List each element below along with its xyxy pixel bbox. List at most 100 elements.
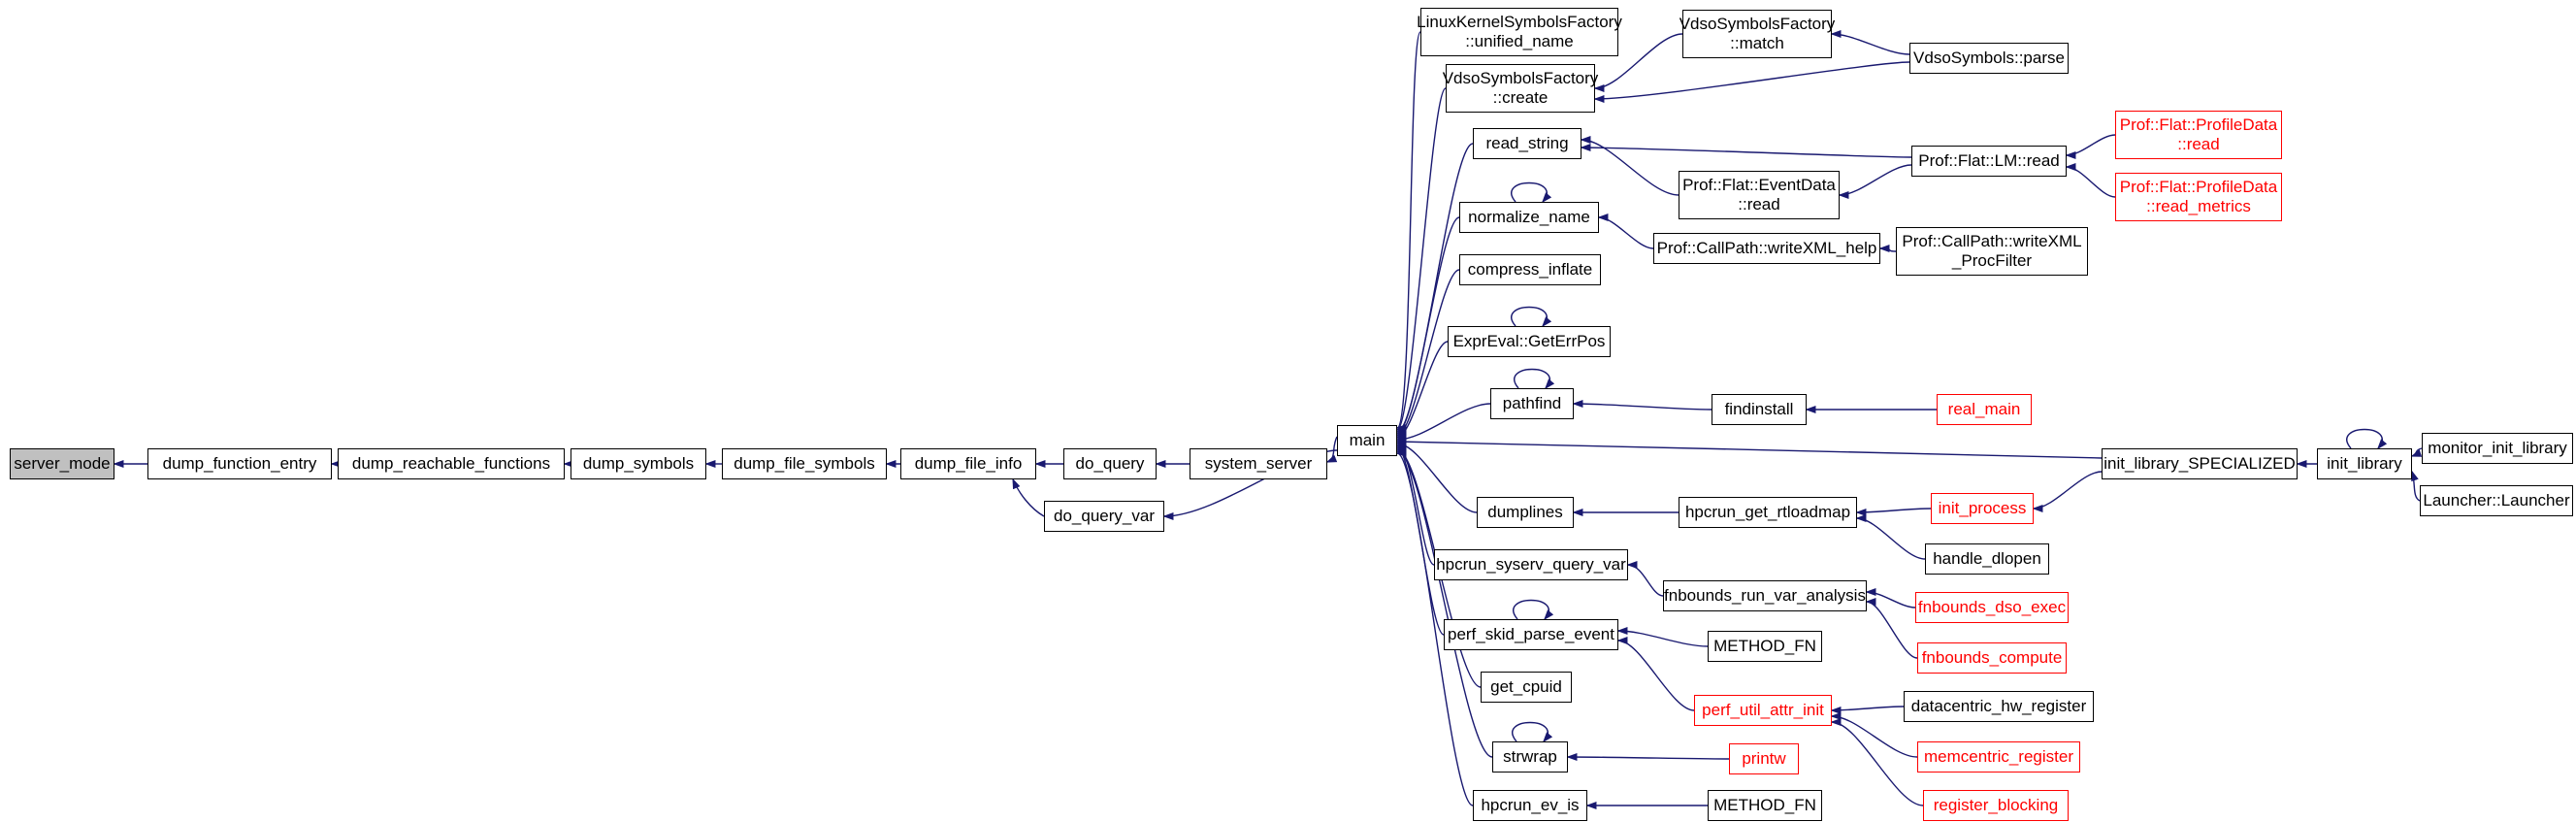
node-label: Launcher::Launcher	[2423, 490, 2570, 510]
node-label: hpcrun_ev_is	[1481, 795, 1580, 814]
edge-main-to-system_server	[1325, 436, 1338, 463]
node-compress_inflate[interactable]: compress_inflate	[1459, 254, 1601, 285]
node-label: perf_skid_parse_event	[1447, 624, 1614, 643]
node-get_cpuid[interactable]: get_cpuid	[1481, 672, 1572, 703]
node-label: Prof::Flat::ProfileData	[2119, 177, 2278, 196]
edge-callpath_writexml_help-to-normalize_name	[1597, 214, 1654, 249]
node-flat_profiledata_read_metrics[interactable]: Prof::Flat::ProfileData::read_metrics	[2115, 173, 2282, 221]
node-dump_function_entry[interactable]: dump_function_entry	[147, 448, 332, 479]
node-label: dump_symbols	[582, 453, 695, 473]
node-hpcrun_get_rtloadmap[interactable]: hpcrun_get_rtloadmap	[1679, 497, 1857, 528]
edge-vdsosymbols_parse-to-vsf_create	[1593, 61, 1910, 103]
edge-pathfind-self	[1514, 368, 1555, 390]
node-label: hpcrun_get_rtloadmap	[1684, 502, 1851, 521]
node-do_query[interactable]: do_query	[1063, 448, 1157, 479]
node-label: init_library	[2327, 453, 2402, 473]
node-flat_lm_read[interactable]: Prof::Flat::LM::read	[1911, 146, 2067, 177]
node-label: fnbounds_run_var_analysis	[1664, 585, 1866, 605]
node-label: read_string	[1485, 133, 1569, 152]
node-label: ::read_metrics	[2146, 197, 2251, 215]
node-server_mode[interactable]: server_mode	[10, 448, 114, 479]
node-label: init_process	[1938, 498, 2027, 517]
node-dump_reachable_functions[interactable]: dump_reachable_functions	[338, 448, 565, 479]
node-dump_symbols[interactable]: dump_symbols	[571, 448, 706, 479]
edge-perf_util_attr_init-to-perf_skid_parse_event	[1616, 637, 1695, 711]
edge-expreval_geterrpos-self	[1511, 306, 1552, 328]
node-flat_eventdata_read[interactable]: Prof::Flat::EventData::read	[1679, 171, 1840, 219]
node-expreval_geterrpos[interactable]: ExprEval::GetErrPos	[1448, 326, 1611, 357]
node-do_query_var[interactable]: do_query_var	[1044, 501, 1164, 532]
node-label: printw	[1742, 748, 1786, 768]
node-label: register_blocking	[1933, 795, 2059, 814]
node-findinstall[interactable]: findinstall	[1712, 394, 1807, 425]
edge-init_library-self	[2346, 428, 2388, 450]
node-fnbounds_dso_exec[interactable]: fnbounds_dso_exec	[1915, 592, 2069, 623]
node-perf_skid_parse_event[interactable]: perf_skid_parse_event	[1444, 619, 1618, 650]
node-perf_util_attr_init[interactable]: perf_util_attr_init	[1694, 695, 1832, 726]
edge-pathfind-to-main	[1395, 403, 1491, 444]
node-hpcrun_syserv_query_var[interactable]: hpcrun_syserv_query_var	[1434, 549, 1628, 580]
node-label: dump_file_info	[914, 453, 1023, 473]
node-register_blocking[interactable]: register_blocking	[1923, 790, 2069, 821]
node-flat_profiledata_read[interactable]: Prof::Flat::ProfileData::read	[2115, 111, 2282, 159]
edge-flat_lm_read-to-read_string	[1580, 144, 1912, 158]
node-init_library_SPECIALIZED[interactable]: init_library_SPECIALIZED	[2102, 448, 2298, 479]
node-pathfind[interactable]: pathfind	[1490, 388, 1574, 419]
node-label: pathfind	[1502, 393, 1562, 412]
node-strwrap[interactable]: strwrap	[1492, 741, 1568, 773]
edge-vsf_create-to-main	[1395, 87, 1447, 434]
node-init_library[interactable]: init_library	[2317, 448, 2412, 479]
node-lksf_unified_name[interactable]: LinuxKernelSymbolsFactory::unified_name	[1417, 8, 1622, 56]
node-label: Prof::Flat::EventData	[1682, 175, 1836, 194]
node-dump_file_info[interactable]: dump_file_info	[900, 448, 1036, 479]
edge-callpath_writexml_procfilter-to-callpath_writexml_help	[1878, 245, 1897, 252]
node-datacentric_hw_register[interactable]: datacentric_hw_register	[1904, 691, 2094, 722]
node-callpath_writexml_procfilter[interactable]: Prof::CallPath::writeXML_ProcFilter	[1896, 227, 2088, 276]
edge-strwrap-to-main	[1395, 447, 1493, 758]
node-read_string[interactable]: read_string	[1473, 128, 1581, 159]
node-handle_dlopen[interactable]: handle_dlopen	[1925, 543, 2049, 575]
node-real_main[interactable]: real_main	[1937, 394, 2032, 425]
node-dump_file_symbols[interactable]: dump_file_symbols	[722, 448, 887, 479]
node-vdsosymbols_parse[interactable]: VdsoSymbols::parse	[1909, 43, 2069, 74]
node-hpcrun_ev_is[interactable]: hpcrun_ev_is	[1473, 790, 1587, 821]
node-init_process[interactable]: init_process	[1931, 493, 2034, 524]
edge-init_library_SPECIALIZED-to-init_process	[2032, 471, 2103, 512]
node-label: handle_dlopen	[1933, 548, 2041, 568]
node-Launcher_Launcher[interactable]: Launcher::Launcher	[2420, 485, 2573, 516]
node-fnbounds_run_var_analysis[interactable]: fnbounds_run_var_analysis	[1663, 580, 1867, 611]
node-label: Prof::CallPath::writeXML	[1902, 231, 2082, 250]
node-label: Prof::Flat::ProfileData	[2119, 115, 2278, 134]
node-callpath_writexml_help[interactable]: Prof::CallPath::writeXML_help	[1653, 233, 1880, 264]
edge-hpcrun_ev_is-to-main	[1395, 449, 1474, 806]
node-label: do_query_var	[1054, 506, 1155, 525]
node-dumplines[interactable]: dumplines	[1477, 497, 1574, 528]
node-vsf_match[interactable]: VdsoSymbolsFactory::match	[1679, 10, 1835, 58]
node-label: LinuxKernelSymbolsFactory	[1417, 12, 1622, 31]
node-label: Prof::Flat::LM::read	[1918, 150, 2060, 170]
node-monitor_init_library[interactable]: monitor_init_library	[2422, 433, 2573, 464]
node-label: Prof::CallPath::writeXML_help	[1656, 238, 1877, 257]
node-main[interactable]: main	[1337, 425, 1397, 456]
node-label: server_mode	[14, 453, 111, 473]
node-printw[interactable]: printw	[1729, 743, 1799, 774]
node-label: main	[1349, 430, 1386, 449]
node-normalize_name[interactable]: normalize_name	[1459, 202, 1599, 233]
node-label: ::create	[1492, 88, 1549, 107]
edge-lksf_unified_name-to-main	[1395, 31, 1421, 432]
node-label: METHOD_FN	[1713, 636, 1816, 655]
node-system_server[interactable]: system_server	[1190, 448, 1327, 479]
node-memcentric_register[interactable]: memcentric_register	[1917, 741, 2080, 773]
node-label: monitor_init_library	[2428, 438, 2567, 457]
edge-handle_dlopen-to-hpcrun_get_rtloadmap	[1855, 514, 1926, 560]
edge-Launcher_Launcher-to-init_library	[2411, 470, 2421, 502]
node-label: get_cpuid	[1490, 676, 1562, 696]
node-METHOD_FN_perf[interactable]: METHOD_FN	[1708, 631, 1822, 662]
edge-compress_inflate-to-main	[1395, 269, 1460, 440]
node-vsf_create[interactable]: VdsoSymbolsFactory::create	[1443, 64, 1598, 113]
node-fnbounds_compute[interactable]: fnbounds_compute	[1917, 642, 2067, 674]
node-METHOD_FN_ev[interactable]: METHOD_FN	[1708, 790, 1822, 821]
edge-fnbounds_dso_exec-to-fnbounds_run_var_analysis	[1865, 588, 1916, 608]
